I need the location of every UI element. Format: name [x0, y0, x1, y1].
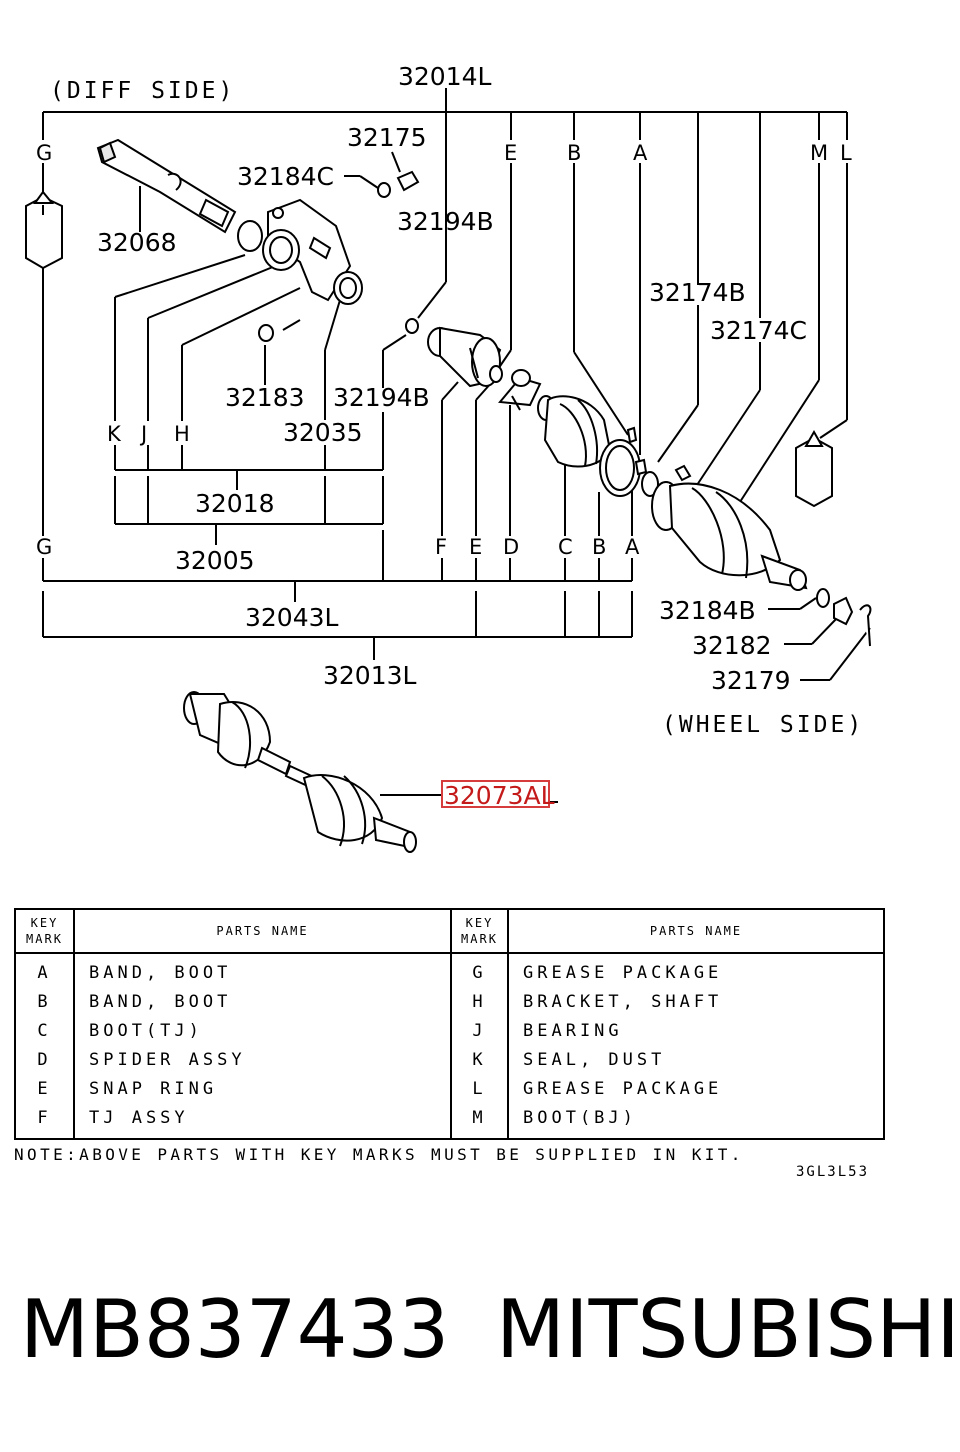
key-cell: G: [451, 953, 509, 987]
callout-32073AL[interactable]: 32073AL: [444, 781, 555, 810]
table-row: C BOOT(TJ) J BEARING: [15, 1016, 884, 1045]
spider-assy: [498, 369, 542, 411]
header-parts-name-right: PARTS NAME: [508, 909, 884, 954]
table-row: E SNAP RING L GREASE PACKAGE: [15, 1074, 884, 1103]
key-cell: K: [451, 1045, 509, 1074]
header-key-line1: KEY: [30, 916, 59, 930]
key-mark-l-top: L: [840, 141, 852, 165]
key-cell: C: [15, 1016, 75, 1045]
key-mark-e-top: E: [504, 141, 517, 165]
wheel-side-label: (WHEEL SIDE): [662, 712, 864, 738]
part-name-cell: BOOT(BJ): [523, 1107, 637, 1128]
key-cell: E: [15, 1074, 75, 1103]
part-name-cell: GREASE PACKAGE: [523, 962, 723, 983]
part-name-cell: SNAP RING: [74, 1074, 452, 1103]
table-row: F TJ ASSY M BOOT(BJ): [15, 1103, 884, 1139]
callout-32013L: 32013L: [323, 661, 417, 690]
part-name-cell: BRACKET, SHAFT: [523, 991, 723, 1012]
key-mark-k: K: [107, 422, 122, 446]
kit-note: NOTE:ABOVE PARTS WITH KEY MARKS MUST BE …: [14, 1145, 744, 1164]
key-cell: A: [15, 953, 75, 987]
part-number: MB837433: [20, 1283, 450, 1376]
callout-32035: 32035: [283, 418, 363, 447]
callout-32194B-top: 32194B: [397, 207, 494, 236]
wheel-side-hardware: [816, 588, 872, 647]
callout-32014L: 32014L: [398, 62, 492, 91]
key-cell: B: [15, 987, 75, 1016]
key-mark-b-bottom: B: [592, 535, 606, 559]
parts-key-table: KEY MARK PARTS NAME KEY MARK PARTS NAME …: [14, 908, 885, 1140]
table-row: D SPIDER ASSY K SEAL, DUST: [15, 1045, 884, 1074]
callout-32018: 32018: [195, 489, 275, 518]
boot-tj: [537, 395, 612, 468]
part-name-cell: BAND, BOOT: [74, 987, 452, 1016]
part-name-cell: TJ ASSY: [74, 1103, 452, 1139]
callout-32005: 32005: [175, 546, 255, 575]
complete-drive-shaft-32073AL: [183, 691, 417, 853]
highlight-box: [441, 780, 550, 808]
key-mark-a-bottom: A: [625, 535, 640, 559]
callout-32184C: 32184C: [237, 162, 334, 191]
key-mark-a-top: A: [633, 141, 648, 165]
header-key-mark-left: KEY MARK: [15, 909, 75, 954]
part-name-cell: BOOT(TJ): [74, 1016, 452, 1045]
key-cell: H: [451, 987, 509, 1016]
callout-32043L: 32043L: [245, 603, 339, 632]
key-mark-b-top: B: [567, 141, 581, 165]
part-name-cell: BEARING: [523, 1020, 623, 1041]
key-mark-h: H: [174, 422, 190, 446]
key-mark-d: D: [503, 535, 519, 559]
key-mark-g-bottom: G: [36, 535, 52, 559]
part-name-cell: SPIDER ASSY: [74, 1045, 452, 1074]
callout-32174C: 32174C: [710, 316, 807, 345]
grease-package-right: [795, 429, 833, 508]
key-mark-m-top: M: [810, 141, 828, 165]
key-cell: J: [451, 1016, 509, 1045]
table-row: A BAND, BOOT G GREASE PACKAGE: [15, 953, 884, 987]
callout-32174B: 32174B: [649, 278, 746, 307]
header-key-line2: MARK: [26, 932, 63, 946]
header-key-line2: MARK: [461, 932, 498, 946]
brand-name: MITSUBISHI: [496, 1283, 960, 1376]
grease-package-left: [25, 190, 63, 270]
key-mark-g-top: G: [36, 141, 52, 165]
table-header-row: KEY MARK PARTS NAME KEY MARK PARTS NAME: [15, 909, 884, 954]
callout-32184B: 32184B: [659, 596, 756, 625]
key-mark-e-bottom: E: [469, 535, 482, 559]
inner-shaft-32068: [96, 138, 237, 234]
part-name-cell: SEAL, DUST: [523, 1049, 666, 1070]
key-cell: L: [451, 1074, 509, 1103]
key-cell: M: [451, 1103, 509, 1139]
diff-side-label: (DIFF SIDE): [50, 78, 235, 104]
figure-code: 3GL3L53: [796, 1164, 870, 1180]
header-key-line1: KEY: [465, 916, 494, 930]
header-key-mark-right: KEY MARK: [451, 909, 509, 954]
callout-32175: 32175: [347, 123, 427, 152]
band-boot-bands: [599, 426, 692, 497]
table-row: B BAND, BOOT H BRACKET, SHAFT: [15, 987, 884, 1016]
callout-32183: 32183: [225, 383, 305, 412]
callout-32068: 32068: [97, 228, 177, 257]
small-washers: [258, 170, 420, 342]
callout-32182: 32182: [692, 631, 772, 660]
exploded-parts-diagram: (DIFF SIDE) (WHEEL SIDE) 32014L 32175 32…: [25, 62, 872, 853]
callout-32179: 32179: [711, 666, 791, 695]
outer-boot-bj: [641, 471, 808, 591]
bracket-shaft-assembly: [237, 198, 363, 305]
key-mark-f: F: [435, 535, 447, 559]
key-mark-j: J: [139, 422, 147, 446]
part-name-cell: BAND, BOOT: [74, 953, 452, 987]
part-name-cell: GREASE PACKAGE: [523, 1078, 723, 1099]
key-cell: F: [15, 1103, 75, 1139]
leader-lines: [42, 88, 871, 803]
key-cell: D: [15, 1045, 75, 1074]
tj-housing: [427, 326, 503, 388]
callout-32194B-bottom: 32194B: [333, 383, 430, 412]
key-mark-c: C: [558, 535, 573, 559]
header-parts-name-left: PARTS NAME: [74, 909, 452, 954]
